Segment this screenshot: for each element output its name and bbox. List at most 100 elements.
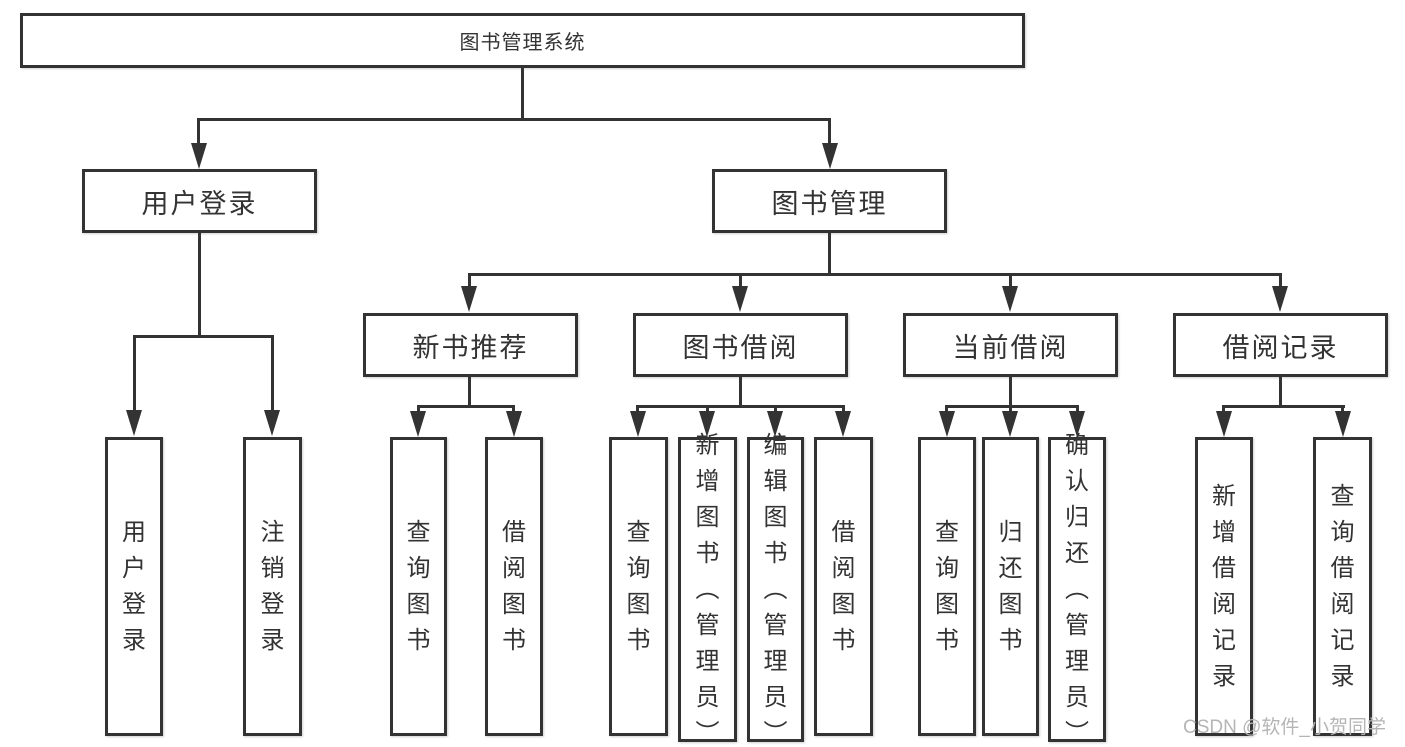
leaf-label-char: 记	[1330, 626, 1355, 654]
leaf-label-char: 记	[1212, 626, 1236, 654]
leaf-label-char: 阅	[831, 554, 856, 582]
connector-drop-line	[739, 273, 742, 289]
connector-branch	[945, 405, 1079, 408]
leaf-label-char: 录	[1212, 662, 1236, 690]
leaf-label-char: 书	[998, 626, 1023, 654]
leaf-label-char: 登	[260, 590, 285, 618]
leaf-label-char: 新	[1212, 482, 1236, 510]
leaf-label-char: 新	[695, 431, 720, 459]
leaf-user-login-box: 用户登录	[105, 437, 163, 736]
connector-drop-line	[133, 335, 136, 412]
leaf-query-books-box: 查询图书	[609, 437, 668, 736]
leaf-label-char: 询	[406, 554, 431, 582]
leaf-label-char: ︵	[1065, 575, 1089, 603]
arrowhead-down-icon	[732, 286, 748, 312]
leaf-borrow-books-box: 借阅图书	[485, 437, 543, 736]
leaf-label-char: 注	[260, 518, 285, 546]
connector-drop-line	[1222, 405, 1225, 414]
connector-drop-line	[417, 405, 420, 414]
connector-drop-line	[512, 405, 515, 414]
leaf-borrow-books-box: 借阅图书	[814, 437, 873, 736]
leaf-label-char: 借	[831, 518, 856, 546]
leaf-query-books-box: 查询图书	[918, 437, 976, 736]
leaf-label-char: 增	[695, 467, 720, 495]
leaf-label-char: 管	[763, 611, 788, 639]
connector-drop-line	[774, 405, 777, 414]
node-user-login-box: 用户登录	[82, 169, 317, 233]
leaf-label-char: 理	[1065, 647, 1089, 675]
arrowhead-down-icon	[1069, 411, 1085, 437]
leaf-label-char: ︶	[695, 719, 720, 747]
connector-branch	[1222, 405, 1345, 408]
csdn-watermark: CSDN @软件_小贺同学	[1183, 717, 1386, 738]
leaf-label-char: 销	[260, 554, 285, 582]
node-book-borrow-label: 图书借阅	[682, 332, 799, 363]
arrowhead-down-icon	[939, 411, 955, 437]
leaf-query-borrow-record-box: 查询借阅记录	[1313, 437, 1372, 736]
node-root-box: 图书管理系统	[20, 13, 1025, 68]
connector-root-stem	[521, 68, 524, 118]
arrowhead-down-icon	[1335, 411, 1351, 437]
leaf-label-char: 员	[763, 683, 788, 711]
leaf-label-char: 阅	[1212, 590, 1236, 618]
arrowhead-down-icon	[822, 143, 838, 169]
arrowhead-down-icon	[410, 411, 426, 437]
connector-book-mgmt-stem	[828, 233, 831, 276]
arrowhead-down-icon	[1216, 411, 1232, 437]
arrowhead-down-icon	[699, 411, 715, 437]
leaf-label-char: 管	[1065, 611, 1089, 639]
leaf-label-char: 图	[406, 590, 431, 618]
leaf-label-char: 还	[1065, 539, 1089, 567]
leaf-label-char: 书	[695, 539, 720, 567]
arrowhead-down-icon	[461, 286, 477, 312]
connector-drop-line	[842, 405, 845, 414]
leaf-label-char: 询	[1330, 518, 1355, 546]
leaf-label-char: 用	[122, 518, 146, 546]
leaf-edit-books-admin-box: 编辑图书︵管理员︶	[747, 432, 804, 747]
leaf-label-char: 书	[935, 626, 959, 654]
leaf-label-char: 录	[260, 626, 285, 654]
leaf-label-char: 书	[831, 626, 856, 654]
leaf-label-char: 书	[406, 626, 431, 654]
connector-stem	[1009, 377, 1012, 408]
leaf-add-books-admin-box: 新增图书︵管理员︶	[678, 432, 737, 747]
leaf-label-char: 员	[695, 683, 720, 711]
connector-drop-line	[1009, 405, 1012, 414]
node-book-management-label: 图书管理	[771, 188, 888, 219]
leaf-logout-box: 注销登录	[243, 437, 302, 736]
leaf-label-char: 录	[122, 626, 146, 654]
leaf-label-char: 查	[1330, 482, 1355, 510]
leaf-label-char: 管	[695, 611, 720, 639]
arrowhead-down-icon	[1002, 286, 1018, 312]
leaf-label-char: ︶	[763, 719, 788, 747]
connector-drop-line	[828, 118, 831, 146]
leaf-label-char: 图	[831, 590, 856, 618]
leaf-label-char: 询	[935, 554, 959, 582]
leaf-label-char: 登	[122, 590, 146, 618]
node-root-label: 图书管理系统	[459, 32, 586, 54]
leaf-label-char: ︵	[695, 575, 720, 603]
arrowhead-down-icon	[1272, 286, 1288, 312]
node-borrow-records-box: 借阅记录	[1173, 313, 1388, 377]
connector-book-mgmt-branch	[468, 273, 1281, 276]
arrowhead-down-icon	[835, 411, 851, 437]
connector-drop-line	[197, 118, 200, 146]
connector-drop-line	[1341, 405, 1344, 414]
connector-drop-line	[945, 405, 948, 414]
connector-drop-line	[706, 405, 709, 414]
connector-drop-line	[1009, 273, 1012, 289]
leaf-label-char: 借	[1330, 554, 1355, 582]
leaf-label-char: ︶	[1065, 719, 1089, 747]
leaf-label-char: ︵	[763, 575, 788, 603]
node-book-management-box: 图书管理	[712, 169, 947, 233]
leaf-label-char: 书	[626, 626, 651, 654]
node-current-borrow-box: 当前借阅	[903, 313, 1118, 377]
connector-stem	[468, 377, 471, 408]
node-user-login-label: 用户登录	[141, 188, 258, 219]
leaf-label-char: 认	[1065, 467, 1089, 495]
node-new-book-recommend-label: 新书推荐	[412, 332, 529, 363]
leaf-label-char: 图	[502, 590, 526, 618]
connector-drop-line	[1076, 405, 1079, 414]
connector-branch	[636, 405, 845, 408]
